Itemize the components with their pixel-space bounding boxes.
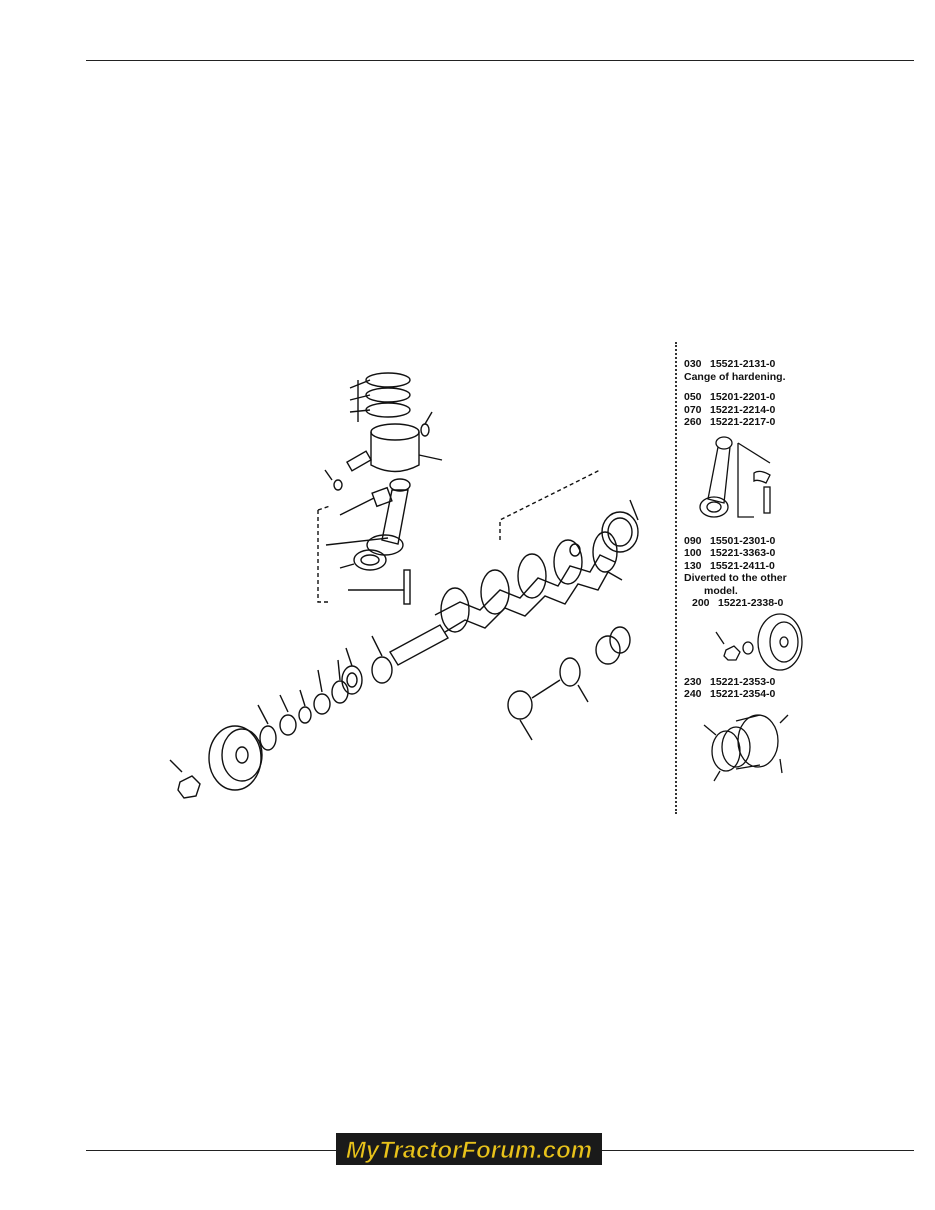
main-bearing [601, 511, 639, 553]
sidebar-divider [675, 342, 677, 814]
thrust-ring-detail-figure [703, 713, 789, 781]
connecting-rod [366, 478, 411, 556]
circlip [420, 423, 430, 437]
piston-pin [346, 450, 372, 472]
note-comment: model. [704, 584, 738, 597]
conrod-bearing [353, 549, 387, 571]
crankshaft [389, 531, 623, 666]
note-comment: Cange of hardening. [684, 370, 786, 383]
piston-rings [365, 372, 411, 418]
crank-pulley [208, 725, 263, 791]
piston [370, 423, 443, 473]
crank-gear [341, 665, 363, 695]
logo-text: MyTractorForum.com [346, 1137, 592, 1164]
note-comment: Diverted to the other [684, 572, 787, 584]
mytractorforum-logo: MyTractorForum.com [336, 1133, 602, 1165]
crankshaft-piston-exploded-diagram [169, 372, 639, 799]
connecting-rod-detail-figure [699, 435, 771, 518]
header-rule [86, 60, 914, 61]
pulley-nut [177, 775, 201, 799]
pulley-detail-figure [715, 612, 803, 671]
